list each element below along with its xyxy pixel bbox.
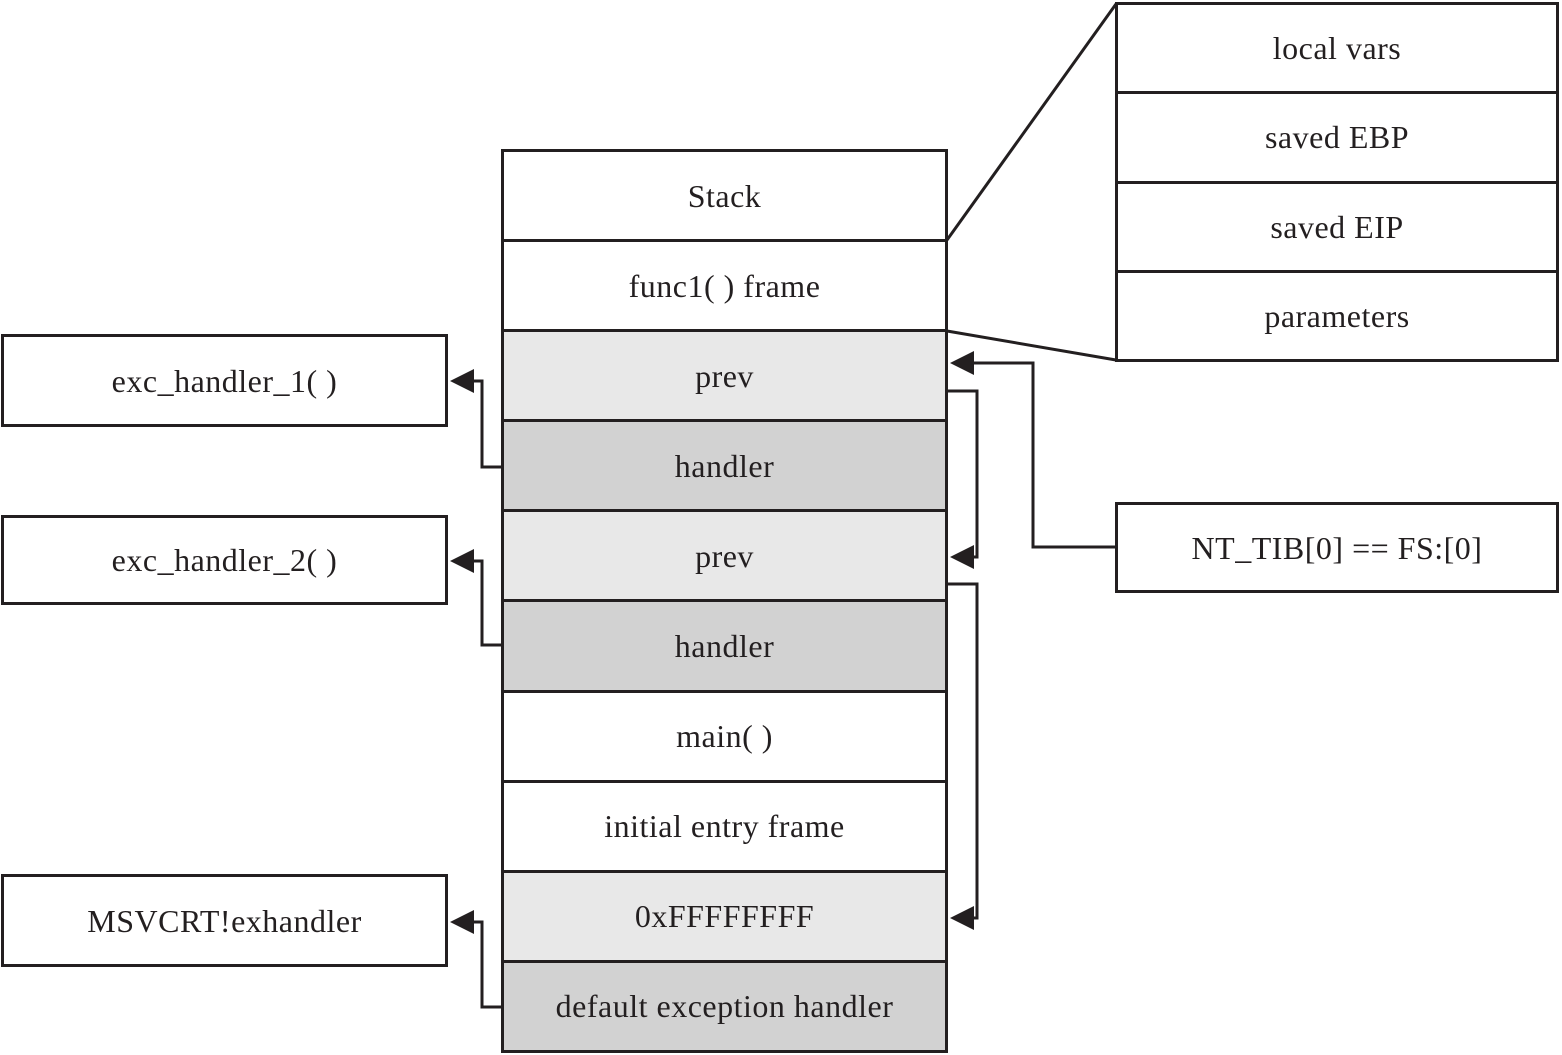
link-nt-tib-to-prev1: [950, 351, 1116, 549]
link-handler2-to-exc-handler-2: [450, 549, 501, 647]
stack-row-label: handler: [674, 628, 775, 665]
frame-detail-row-saved-eip: saved EIP: [1118, 180, 1556, 270]
frame-detail-label: parameters: [1264, 297, 1410, 334]
link-prev1-to-prev2: [947, 389, 979, 569]
stack-row-label: 0xFFFFFFFF: [634, 898, 815, 935]
frame-detail-label: saved EBP: [1264, 119, 1410, 156]
stack-row-label: func1( ) frame: [628, 267, 821, 304]
stack-row-label: handler: [674, 447, 775, 484]
nt-tib-box: NT_TIB[0] == FS:[0]: [1115, 502, 1559, 593]
stack-row-handler-1: handler: [504, 419, 945, 510]
frame-detail-label: local vars: [1272, 30, 1402, 67]
frame-detail-box: local vars saved EBP saved EIP parameter…: [1115, 2, 1559, 362]
frame-detail-row-parameters: parameters: [1118, 269, 1556, 359]
link-prev2-to-0xffffffff: [947, 582, 979, 930]
stack-row-func1-frame: func1( ) frame: [504, 239, 945, 330]
stack-row-label: initial entry frame: [604, 808, 845, 845]
frame-detail-label: saved EIP: [1270, 208, 1404, 245]
stack-row-label: Stack: [687, 177, 762, 214]
expand-line-top: [945, 3, 1118, 241]
stack-row-default-exception-handler: default exception handler: [504, 959, 945, 1050]
msvcrt-exhandler-box: MSVCRT!exhandler: [1, 874, 448, 967]
stack-row-prev-1: prev: [504, 329, 945, 420]
exc-handler-1-box: exc_handler_1( ): [1, 334, 448, 427]
stack-row-initial-entry-frame: initial entry frame: [504, 779, 945, 870]
frame-detail-row-saved-ebp: saved EBP: [1118, 91, 1556, 181]
exc-handler-2-box: exc_handler_2( ): [1, 515, 448, 605]
stack-row-label: prev: [695, 537, 754, 574]
frame-detail-row-local-vars: local vars: [1118, 5, 1556, 92]
stack-row-0xffffffff: 0xFFFFFFFF: [504, 869, 945, 960]
link-handler1-to-exc-handler-1: [450, 369, 501, 469]
stack-row-label: default exception handler: [555, 988, 894, 1025]
stack-row-stack: Stack: [504, 152, 945, 240]
link-default-handler-to-msvcrt: [450, 910, 501, 1009]
stack-row-label: main( ): [676, 718, 773, 755]
expand-line-bottom: [946, 329, 1117, 362]
nt-tib-label: NT_TIB[0] == FS:[0]: [1191, 529, 1483, 566]
exc-handler-2-label: exc_handler_2( ): [111, 542, 338, 578]
stack-column: Stack func1( ) frame prev handler prev h…: [501, 149, 948, 1053]
exc-handler-1-label: exc_handler_1( ): [111, 362, 338, 399]
msvcrt-exhandler-label: MSVCRT!exhandler: [87, 902, 362, 939]
stack-row-prev-2: prev: [504, 509, 945, 600]
stack-row-handler-2: handler: [504, 599, 945, 690]
stack-row-main: main( ): [504, 689, 945, 780]
stack-row-label: prev: [695, 357, 754, 394]
